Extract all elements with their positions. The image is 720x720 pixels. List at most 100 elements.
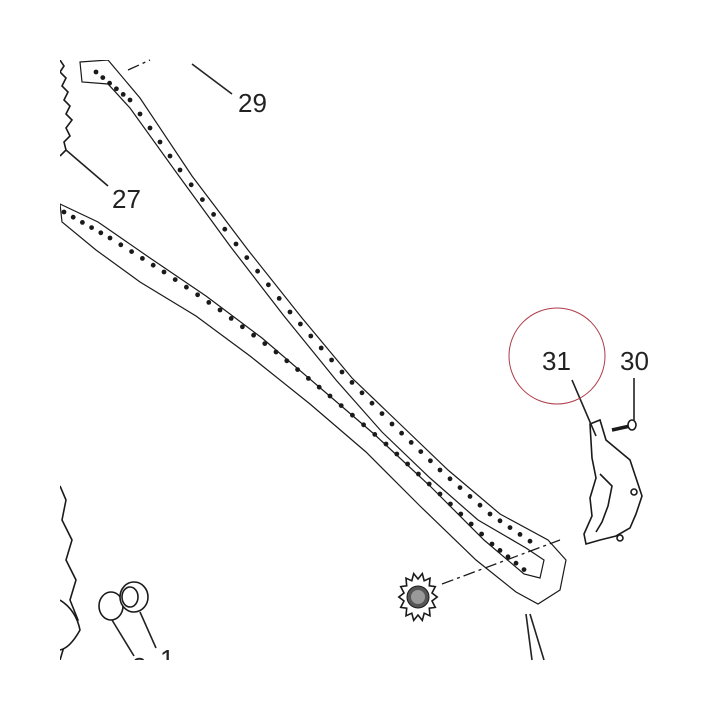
chain-link-pin bbox=[276, 296, 282, 301]
chain-link-pin bbox=[118, 242, 124, 248]
callout-2: 2 bbox=[132, 652, 146, 682]
chain-leader-line bbox=[525, 613, 533, 661]
chain-link-pin bbox=[107, 235, 113, 241]
cover-bolt bbox=[611, 419, 637, 432]
chain-link-pin bbox=[416, 471, 421, 477]
chain-link-pin bbox=[240, 324, 245, 330]
leader-29 bbox=[191, 63, 233, 95]
chain-link-pin bbox=[308, 333, 314, 339]
chain-link-pin bbox=[172, 277, 178, 282]
sprocket-cover bbox=[583, 418, 643, 546]
chain-link-pin bbox=[244, 255, 250, 260]
chain-link-pin bbox=[177, 167, 183, 173]
chain-link-pin bbox=[399, 430, 404, 436]
chain-link-pin bbox=[468, 521, 474, 527]
chain-link-pin bbox=[295, 367, 300, 372]
callout-27: 27 bbox=[112, 184, 141, 214]
front-sprocket bbox=[397, 571, 439, 623]
leader-27 bbox=[65, 149, 109, 187]
chain-link-pin bbox=[89, 225, 94, 231]
chain-link-pin bbox=[306, 376, 311, 381]
chain-link-pin bbox=[273, 349, 279, 355]
chain-link-pin bbox=[70, 214, 76, 220]
chain-link-pin bbox=[206, 300, 212, 305]
chain-link-pin bbox=[61, 209, 67, 215]
chain-link-pin bbox=[80, 220, 85, 225]
chain-link-pin bbox=[505, 554, 511, 560]
chain-link-pin bbox=[298, 321, 303, 327]
chain-link-pin bbox=[255, 268, 260, 274]
callout-1: 1 bbox=[160, 644, 174, 674]
chain-link-pin bbox=[489, 541, 495, 547]
chain-link-pin bbox=[372, 432, 378, 437]
chain-link-pin bbox=[150, 262, 156, 268]
chain-link-pin bbox=[383, 441, 389, 447]
callout-31: 31 bbox=[542, 346, 571, 376]
chain-link-pin bbox=[394, 451, 400, 457]
chain-link-pin bbox=[318, 345, 324, 351]
chain-link-pin bbox=[200, 197, 205, 203]
leader-31 bbox=[571, 379, 597, 437]
chain-leader-line bbox=[529, 613, 545, 661]
drive-chain bbox=[60, 60, 567, 605]
chain-link-pin bbox=[359, 390, 365, 396]
chain-link-pin bbox=[527, 538, 533, 544]
chain-link-pin bbox=[137, 111, 143, 117]
chain-link-pin bbox=[405, 461, 410, 467]
chain-link-pin bbox=[507, 525, 513, 530]
chain-link-pin bbox=[467, 494, 473, 499]
chain-link-pin bbox=[114, 86, 119, 92]
chain-link-pin bbox=[428, 458, 433, 464]
chain-link-pin bbox=[98, 230, 104, 236]
callout-29: 29 bbox=[238, 88, 267, 118]
chain-link-pin bbox=[379, 411, 385, 416]
chain-link-pin bbox=[426, 481, 432, 487]
chain-link-pin bbox=[327, 393, 333, 399]
chain-link-pin bbox=[100, 75, 106, 80]
leader-1 bbox=[139, 611, 157, 649]
chain-link-pin bbox=[284, 358, 290, 364]
chain-link-pin bbox=[167, 153, 173, 159]
chain-link-pin bbox=[408, 440, 414, 445]
chain-link-pin bbox=[487, 511, 493, 517]
callout-30: 30 bbox=[620, 346, 649, 376]
chain-link-pin bbox=[389, 421, 395, 427]
chain-link-pin bbox=[217, 307, 223, 313]
leader-2 bbox=[111, 619, 135, 657]
chain-link-pin bbox=[350, 412, 355, 418]
chain-link-pin bbox=[458, 511, 464, 517]
chain-link-pin bbox=[437, 467, 443, 473]
chain-link-pin bbox=[339, 369, 345, 375]
engine-case-detail bbox=[60, 599, 81, 651]
chain-link-pin bbox=[233, 241, 239, 247]
chain-link-pin bbox=[129, 249, 135, 255]
chain-link-pin bbox=[513, 560, 519, 566]
chain-link-pin bbox=[517, 532, 523, 537]
chain-link-pin bbox=[349, 380, 355, 385]
chain-link-pin bbox=[479, 531, 484, 537]
chain-link-pin bbox=[184, 284, 189, 290]
chain-link-pin bbox=[497, 518, 503, 524]
chain-link-pin bbox=[161, 269, 167, 275]
chain-link-pin bbox=[457, 485, 463, 490]
chain-link-pin bbox=[147, 125, 153, 131]
chain-link-pin bbox=[497, 548, 503, 553]
spacer-bushing bbox=[119, 581, 149, 613]
chain-link-pin bbox=[107, 80, 112, 86]
chain-link-pin bbox=[316, 384, 322, 390]
chain-link-pin bbox=[228, 316, 234, 321]
chain-link-pin bbox=[338, 403, 344, 408]
chain-link-pin bbox=[157, 139, 163, 145]
rear-sprocket bbox=[60, 60, 74, 157]
chain-link-pin bbox=[287, 309, 293, 315]
chain-link-pin bbox=[448, 501, 453, 507]
chain-link-pin bbox=[211, 212, 217, 217]
chain-link-pin bbox=[369, 400, 375, 406]
chain-link-pin bbox=[477, 502, 483, 508]
chain-link-pin bbox=[361, 422, 366, 428]
alignment-line bbox=[441, 539, 561, 585]
chain-link-pin bbox=[195, 292, 201, 298]
chain-link-pin bbox=[437, 491, 443, 497]
chain-link-pin bbox=[251, 332, 256, 338]
